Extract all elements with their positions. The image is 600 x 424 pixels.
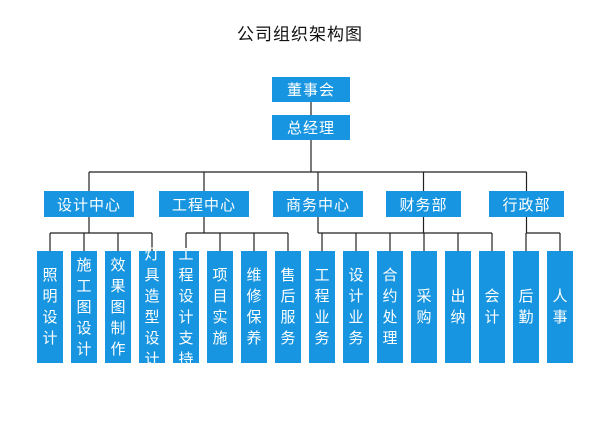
sub-unit-box: 照明设计 [37, 251, 63, 363]
sub-unit-box: 施工图设计 [71, 251, 97, 363]
dept-box: 设计中心 [44, 191, 134, 217]
sub-unit-box: 合约处理 [377, 251, 403, 363]
sub-unit-box: 设计业务 [343, 251, 369, 363]
dept-box: 商务中心 [273, 191, 363, 217]
sub-unit-box: 采购 [411, 251, 437, 363]
sub-unit-box: 后勤 [513, 251, 539, 363]
sub-unit-box: 效果图制作 [105, 251, 131, 363]
sub-unit-box: 工程业务 [309, 251, 335, 363]
sub-unit-box: 出纳 [445, 251, 471, 363]
sub-unit-box: 灯具造型设计 [139, 245, 165, 368]
dept-box: 行政部 [489, 191, 564, 217]
sub-unit-box: 会计 [479, 251, 505, 363]
dept-box: 工程中心 [159, 191, 249, 217]
sub-unit-box: 人事 [547, 251, 573, 363]
sub-unit-box: 项目实施 [207, 251, 233, 363]
sub-unit-box: 工程设计支持 [173, 245, 199, 368]
board-box: 董事会 [272, 77, 350, 102]
general-manager-box: 总经理 [272, 115, 350, 140]
sub-unit-box: 售后服务 [275, 251, 301, 363]
dept-box: 财务部 [386, 191, 461, 217]
chart-title: 公司组织架构图 [237, 25, 363, 45]
sub-unit-box: 维修保养 [241, 251, 267, 363]
